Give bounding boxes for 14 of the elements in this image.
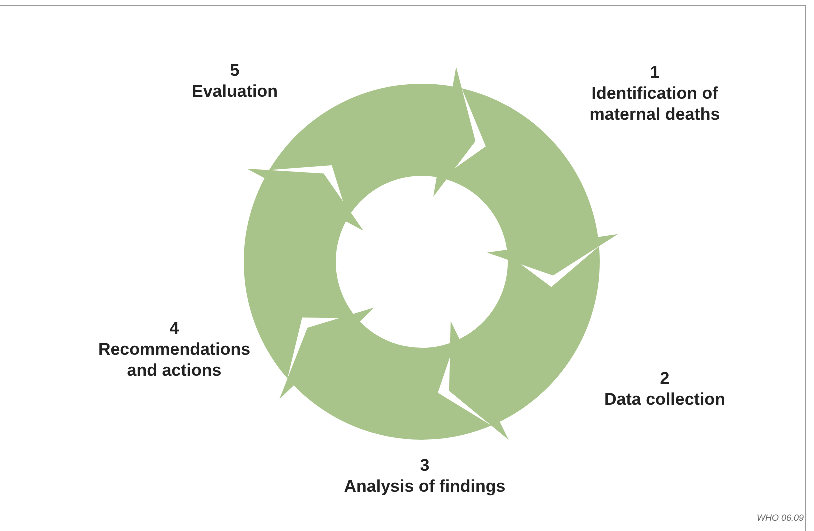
cycle-arrow [280, 308, 492, 440]
step-number: 1 [650, 62, 660, 83]
step-number: 3 [420, 455, 430, 476]
figure-code: WHO 06.09 [756, 512, 804, 524]
step-number: 4 [170, 318, 180, 339]
step-label: Recommendations and actions [97, 339, 252, 381]
step-label: Evaluation [192, 81, 278, 102]
step-label: Data collection [604, 389, 726, 410]
cycle-arrow [244, 169, 364, 379]
step-number: 2 [660, 368, 670, 389]
cycle-arrow [449, 246, 600, 440]
step-label: Identification of maternal deaths [588, 83, 722, 125]
step-label: Analysis of findings [344, 476, 506, 497]
step-number: 5 [230, 60, 240, 81]
